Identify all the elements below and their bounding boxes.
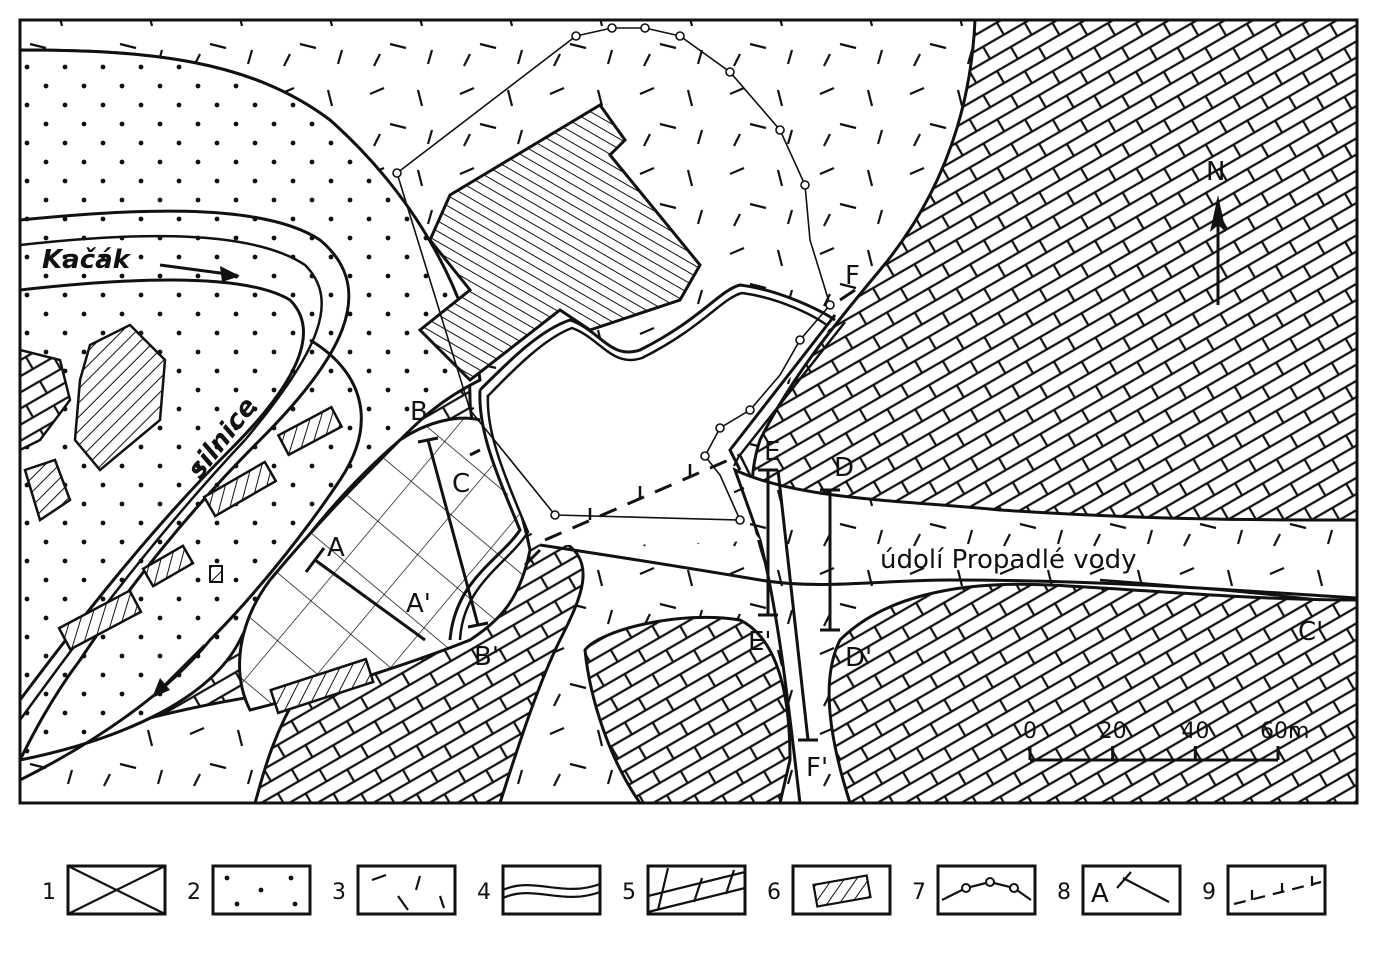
section-label-f-end: F'	[806, 753, 828, 783]
legend-number: 7	[912, 880, 926, 905]
section-label-f: F	[845, 261, 860, 291]
legend-item-hatched-building: 6	[767, 864, 892, 916]
building	[57, 588, 143, 652]
stream-bank-south	[20, 278, 305, 701]
building	[73, 323, 167, 472]
building	[202, 460, 278, 518]
section-label-e: E	[764, 437, 780, 467]
legend-swatch	[1226, 864, 1327, 916]
legend-item-brick: 5	[622, 864, 747, 916]
section-line-d	[820, 488, 840, 632]
legend-number: 4	[477, 880, 491, 905]
legend-number: 3	[332, 880, 346, 905]
legend-swatch	[1081, 864, 1182, 916]
section-line-c-tick	[469, 448, 481, 457]
section-label-a: A	[327, 533, 345, 563]
north-arrow-icon: N	[1206, 157, 1226, 305]
scale-tick-label: 40	[1181, 719, 1209, 744]
limestone-block	[583, 615, 792, 803]
valley-label: údolí Propadlé vody	[880, 545, 1136, 575]
circle-line	[392, 23, 835, 525]
legend-item-double-line: 4	[477, 864, 602, 916]
legend-symbol: A	[1091, 871, 1170, 909]
legend-number: 9	[1202, 880, 1216, 905]
section-line-b	[417, 436, 489, 629]
legend-symbol	[941, 877, 1032, 901]
legend-item-diagonal-cross-hatch: 1	[42, 864, 167, 916]
limestone-outcrop-west	[20, 348, 72, 452]
section-label-e-end: E'	[748, 627, 772, 657]
flow-arrow-east	[159, 263, 240, 282]
fault-line	[544, 453, 741, 542]
legend-number: 5	[622, 880, 636, 905]
stream-bank-north	[20, 209, 351, 761]
legend-number: 8	[1057, 880, 1071, 905]
valley-road-b	[1099, 578, 1321, 602]
section-label-d: D	[834, 453, 854, 483]
section-line-e	[758, 468, 778, 617]
building	[276, 405, 344, 457]
section-line-a	[304, 547, 426, 642]
legend-symbol	[371, 873, 446, 911]
legend-item-dots: 2	[187, 864, 312, 916]
legend-swatch	[501, 864, 602, 916]
section-line-f	[776, 469, 818, 742]
legend-swatch	[936, 864, 1037, 916]
section-label-a-end: A'	[406, 589, 431, 619]
road-line-a	[20, 234, 323, 721]
scale-tick-label: 60m	[1260, 719, 1309, 744]
map-frame	[18, 18, 1359, 805]
quarry-edge-north-inner	[486, 291, 829, 398]
legend-symbol	[647, 867, 746, 914]
legend-symbol	[67, 865, 166, 915]
section-ticks	[523, 288, 856, 567]
road-line-b	[20, 338, 363, 782]
legend-letter: A	[1091, 879, 1109, 909]
section-label-c: C	[452, 469, 470, 499]
legend-item-circle-line: 7	[912, 864, 1037, 916]
section-label-d-end: D'	[845, 643, 872, 673]
legend-item-dashes: 3	[332, 864, 457, 916]
scale-bar: 0 20 40 60m	[1023, 719, 1309, 762]
quarry-ramp-a	[728, 314, 837, 471]
quarry-edge-west-inner	[458, 394, 530, 641]
legend-symbol	[502, 882, 601, 899]
building	[209, 565, 223, 583]
legend-number: 6	[767, 880, 781, 905]
north-label: N	[1206, 157, 1225, 187]
quarry-pit	[480, 285, 835, 545]
legend-swatch	[646, 864, 747, 916]
building	[141, 544, 195, 588]
legend-number: 2	[187, 880, 201, 905]
section-label-c-end: C'	[1298, 617, 1323, 647]
legend-symbol	[812, 874, 872, 908]
legend-swatch	[356, 864, 457, 916]
scale-tick-label: 20	[1099, 719, 1127, 744]
building	[23, 458, 72, 522]
flow-arrow-southwest	[152, 643, 207, 698]
legend-item-toothed-dashed-line: 9	[1202, 864, 1327, 916]
section-lines	[304, 288, 856, 742]
section-label-b-end: B'	[474, 642, 499, 672]
legend-symbol	[224, 875, 298, 907]
legend-symbol	[1233, 876, 1322, 906]
section-label-b: B	[410, 397, 428, 427]
quarry-edge-north	[478, 283, 836, 392]
legend-number: 1	[42, 880, 56, 905]
scale-tick-label: 0	[1023, 719, 1037, 744]
building	[269, 657, 375, 715]
stream-name-label: Kačák	[42, 245, 132, 275]
